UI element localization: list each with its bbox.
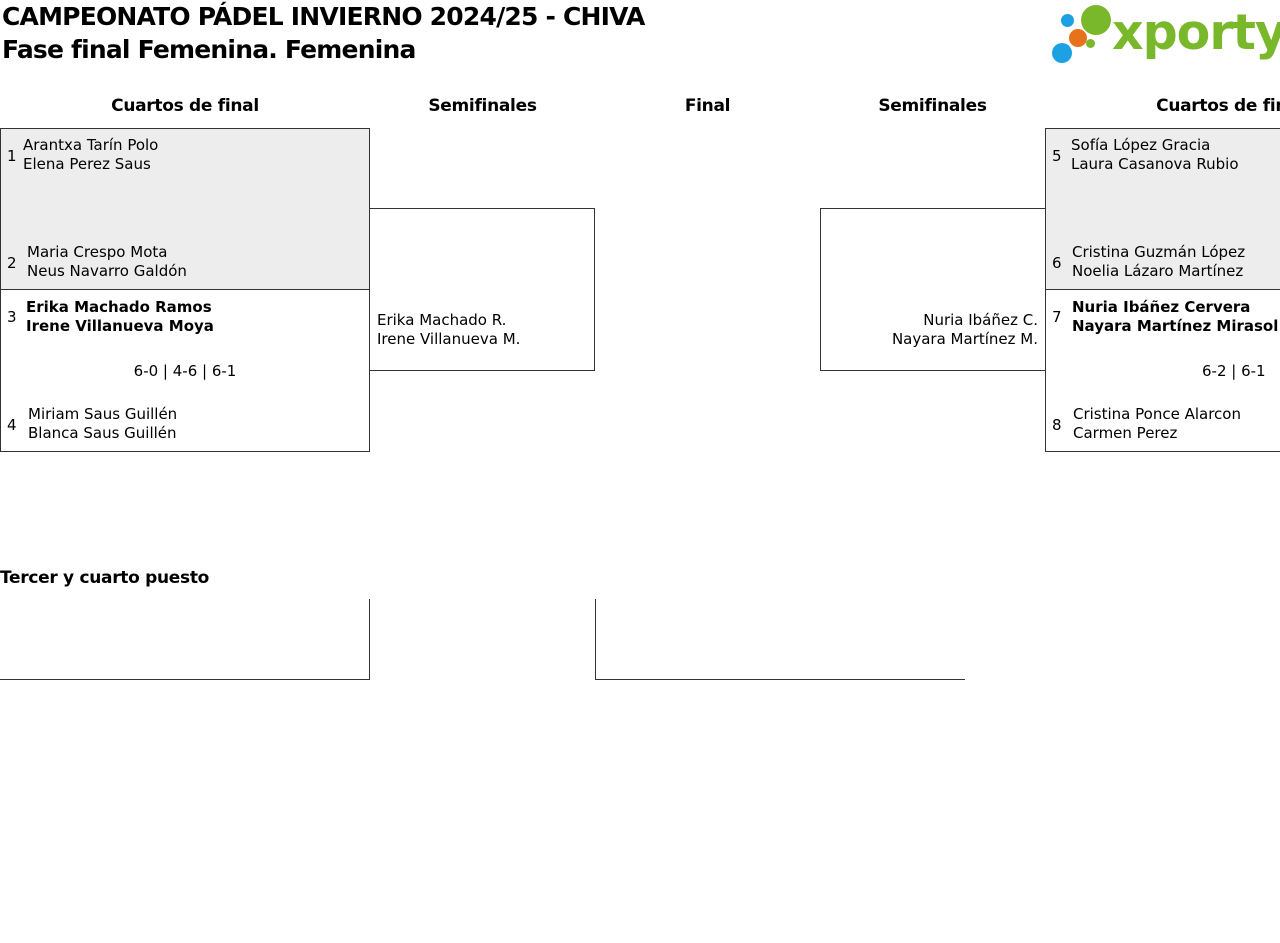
seed-number: 5 — [1052, 147, 1062, 165]
player-name: Erika Machado Ramos — [26, 298, 212, 316]
player-name: Neus Navarro Galdón — [27, 262, 187, 280]
seed-number: 6 — [1052, 254, 1062, 272]
team-name-winner[interactable]: Erika Machado Ramos Irene Villanueva Moy… — [26, 298, 214, 336]
match-score: 6-2 | 6-1 — [1202, 362, 1266, 380]
player-name: Irene Villanueva Moya — [26, 317, 214, 335]
match-box-right-semifinal[interactable] — [820, 208, 1046, 371]
round-header-left-quarterfinals: Cuartos de final — [111, 96, 259, 116]
team-name[interactable]: Cristina Ponce Alarcon Carmen Perez — [1073, 405, 1241, 443]
match-box-left-qf1[interactable] — [0, 128, 370, 290]
logo-dot-icon — [1052, 43, 1072, 63]
player-name: Miriam Saus Guillén — [28, 405, 178, 423]
team-name[interactable]: Erika Machado R. Irene Villanueva M. — [377, 311, 520, 349]
match-box-right-qf2[interactable] — [1045, 289, 1280, 452]
team-name[interactable]: Nuria Ibáñez C. Nayara Martínez M. — [820, 311, 1038, 349]
seed-number: 3 — [7, 308, 17, 326]
match-score: 6-0 | 4-6 | 6-1 — [133, 362, 237, 380]
player-name: Cristina Ponce Alarcon — [1073, 405, 1241, 423]
player-name: Laura Casanova Rubio — [1071, 155, 1239, 173]
logo-dot-icon — [1086, 39, 1095, 48]
bracket-line — [369, 599, 370, 680]
player-name: Nuria Ibáñez C. — [923, 311, 1038, 329]
seed-number: 4 — [7, 416, 17, 434]
logo-dot-icon — [1081, 5, 1111, 35]
player-name: Carmen Perez — [1073, 424, 1178, 442]
seed-number: 8 — [1052, 416, 1062, 434]
round-header-right-quarterfinals: Cuartos de final — [1156, 96, 1280, 116]
seed-number: 2 — [7, 254, 17, 272]
player-name: Maria Crespo Mota — [27, 243, 168, 261]
team-name[interactable]: Miriam Saus Guillén Blanca Saus Guillén — [28, 405, 177, 443]
player-name: Elena Perez Saus — [23, 155, 151, 173]
seed-number: 7 — [1052, 308, 1062, 326]
player-name: Arantxa Tarín Polo — [23, 136, 159, 154]
xporty-logo[interactable]: xporty — [1050, 4, 1280, 68]
team-name[interactable]: Sofía López Gracia Laura Casanova Rubio — [1071, 136, 1239, 174]
match-box-left-semifinal[interactable] — [369, 208, 595, 371]
round-header-final: Final — [684, 96, 731, 116]
player-name: Nayara Martínez Mirasol — [1072, 317, 1279, 335]
player-name: Sofía López Gracia — [1071, 136, 1211, 154]
player-name: Erika Machado R. — [377, 311, 507, 329]
player-name: Irene Villanueva M. — [377, 330, 521, 348]
bracket-line — [595, 679, 965, 680]
team-name[interactable]: Arantxa Tarín Polo Elena Perez Saus — [23, 136, 158, 174]
seed-number: 1 — [7, 147, 17, 165]
player-name: Nayara Martínez M. — [891, 330, 1038, 348]
player-name: Cristina Guzmán López — [1072, 243, 1246, 261]
page-title: CAMPEONATO PÁDEL INVIERNO 2024/25 - CHIV… — [2, 2, 645, 31]
page-subtitle: Fase final Femenina. Femenina — [2, 35, 416, 64]
logo-dot-icon — [1069, 29, 1087, 47]
player-name: Blanca Saus Guillén — [28, 424, 177, 442]
team-name[interactable]: Maria Crespo Mota Neus Navarro Galdón — [27, 243, 187, 281]
team-name-winner[interactable]: Nuria Ibáñez Cervera Nayara Martínez Mir… — [1072, 298, 1278, 336]
player-name: Noelia Lázaro Martínez — [1072, 262, 1244, 280]
logo-dot-icon — [1061, 14, 1074, 27]
third-place-heading: Tercer y cuarto puesto — [0, 568, 210, 588]
bracket-line — [0, 679, 370, 680]
round-header-left-semifinals: Semifinales — [428, 96, 537, 116]
bracket-line — [595, 599, 596, 680]
team-name[interactable]: Cristina Guzmán López Noelia Lázaro Mart… — [1072, 243, 1245, 281]
logo-wordmark: xporty — [1112, 4, 1280, 61]
player-name: Nuria Ibáñez Cervera — [1072, 298, 1251, 316]
round-header-right-semifinals: Semifinales — [878, 96, 987, 116]
